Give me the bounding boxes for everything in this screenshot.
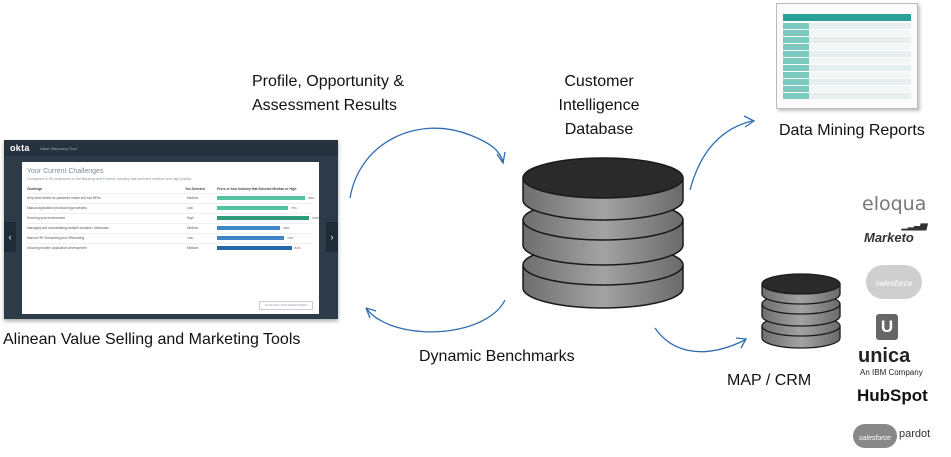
- challenge-percent: 100%: [312, 216, 320, 220]
- challenge-bar: [217, 206, 288, 210]
- challenge-bar: [217, 236, 285, 240]
- profile-results-label: Profile, Opportunity & Assessment Result…: [252, 73, 405, 114]
- okta-logo: okta: [10, 143, 30, 153]
- customer-intelligence-database-icon: [522, 157, 684, 309]
- challenge-selected: High: [187, 216, 194, 220]
- challenge-name: Securing your environment: [27, 216, 66, 220]
- challenges-card: Your Current Challenges Compared to 26 c…: [22, 162, 320, 314]
- challenge-row: Securing modern application development M…: [27, 243, 314, 253]
- challenge-bar: [217, 226, 281, 230]
- challenge-selected: Medium: [187, 246, 199, 250]
- challenge-row: Securing your environment High 100%: [27, 213, 320, 223]
- pardot-logo: pardot: [899, 428, 931, 440]
- col-challenge: Challenge: [27, 187, 43, 191]
- challenge-bar: [217, 196, 306, 200]
- marketo-logo: ▁▂▃▅ Marketo: [864, 220, 927, 245]
- pardot-salesforce-badge: salesforce: [853, 424, 897, 448]
- challenge-row: Manual application provisioning processe…: [27, 203, 314, 213]
- database-to-reports-arrow: [689, 115, 756, 191]
- challenge-bar: [217, 216, 309, 220]
- challenge-name: Managing and consolidating multiple doma…: [27, 226, 109, 230]
- challenge-percent: 73%: [287, 236, 294, 240]
- challenge-selected: Medium: [187, 196, 199, 200]
- challenge-percent: 96%: [308, 196, 315, 200]
- challenge-percent: 69%: [283, 226, 290, 230]
- challenge-selected: Low: [187, 236, 193, 240]
- app-tool-name: Value Discovery Tool: [39, 145, 77, 151]
- unica-icon: U: [876, 314, 898, 340]
- data-mining-label: Data Mining Reports: [779, 122, 925, 139]
- challenge-name: Securing modern application development: [27, 246, 87, 250]
- challenge-row: Help desk tickets for password resets an…: [27, 193, 314, 203]
- eloqua-logo: eloqua: [862, 193, 927, 215]
- profile-to-database-arrow: [349, 127, 506, 199]
- alinean-tools-label: Alinean Value Selling and Marketing Tool…: [3, 331, 301, 348]
- database-label: Customer Intelligence Database: [558, 73, 640, 138]
- report-table-graphic: [783, 14, 911, 99]
- challenges-subheading: Compared to 26 companies in the Banking …: [27, 177, 192, 181]
- hubspot-logo: HubSpot: [857, 386, 928, 405]
- marketo-bars-icon: ▁▂▃▅: [902, 220, 927, 230]
- salesforce-text: salesforce: [875, 279, 913, 288]
- benchmarks-to-app-arrow: [365, 299, 506, 333]
- database-to-crm-arrow: [654, 327, 748, 353]
- alinean-tool-screenshot: okta Value Discovery Tool ‹ › Your Curre…: [4, 140, 338, 319]
- unica-logo: unica: [858, 345, 911, 367]
- data-mining-report-sheet: [776, 3, 918, 109]
- next-arrow-icon[interactable]: ›: [326, 222, 338, 252]
- pardot-salesforce-text: salesforce: [859, 435, 891, 442]
- challenge-percent: 77%: [290, 206, 297, 210]
- challenge-name: Manual HR Onboarding and Offboarding: [27, 236, 85, 240]
- challenge-percent: 81%: [294, 246, 301, 250]
- challenge-bar: [217, 246, 292, 250]
- marketo-text: Marketo: [864, 230, 914, 245]
- col-percent: Peers in Your Industry that Selected Med…: [217, 187, 297, 191]
- challenge-row: Manual HR Onboarding and Offboarding Low 7…: [27, 233, 314, 243]
- app-header: okta Value Discovery Tool: [4, 140, 338, 156]
- change-responses-button[interactable]: CHANGE YOUR RESPONSES: [259, 301, 313, 310]
- salesforce-logo: salesforce: [866, 265, 922, 299]
- challenge-selected: Medium: [187, 226, 199, 230]
- prev-arrow-icon[interactable]: ‹: [4, 222, 16, 252]
- map-crm-label: MAP / CRM: [727, 372, 812, 389]
- map-crm-database-icon: [761, 273, 841, 349]
- challenge-name: Manual application provisioning processe…: [27, 206, 87, 210]
- unica-subtitle: An IBM Company: [860, 368, 923, 377]
- challenges-heading: Your Current Challenges: [27, 168, 104, 175]
- dynamic-benchmarks-label: Dynamic Benchmarks: [419, 348, 575, 365]
- col-selected: You Selected: [185, 187, 205, 191]
- challenge-selected: Low: [187, 206, 193, 210]
- challenge-row: Managing and consolidating multiple doma…: [27, 223, 314, 233]
- challenge-name: Help desk tickets for password resets an…: [27, 196, 101, 200]
